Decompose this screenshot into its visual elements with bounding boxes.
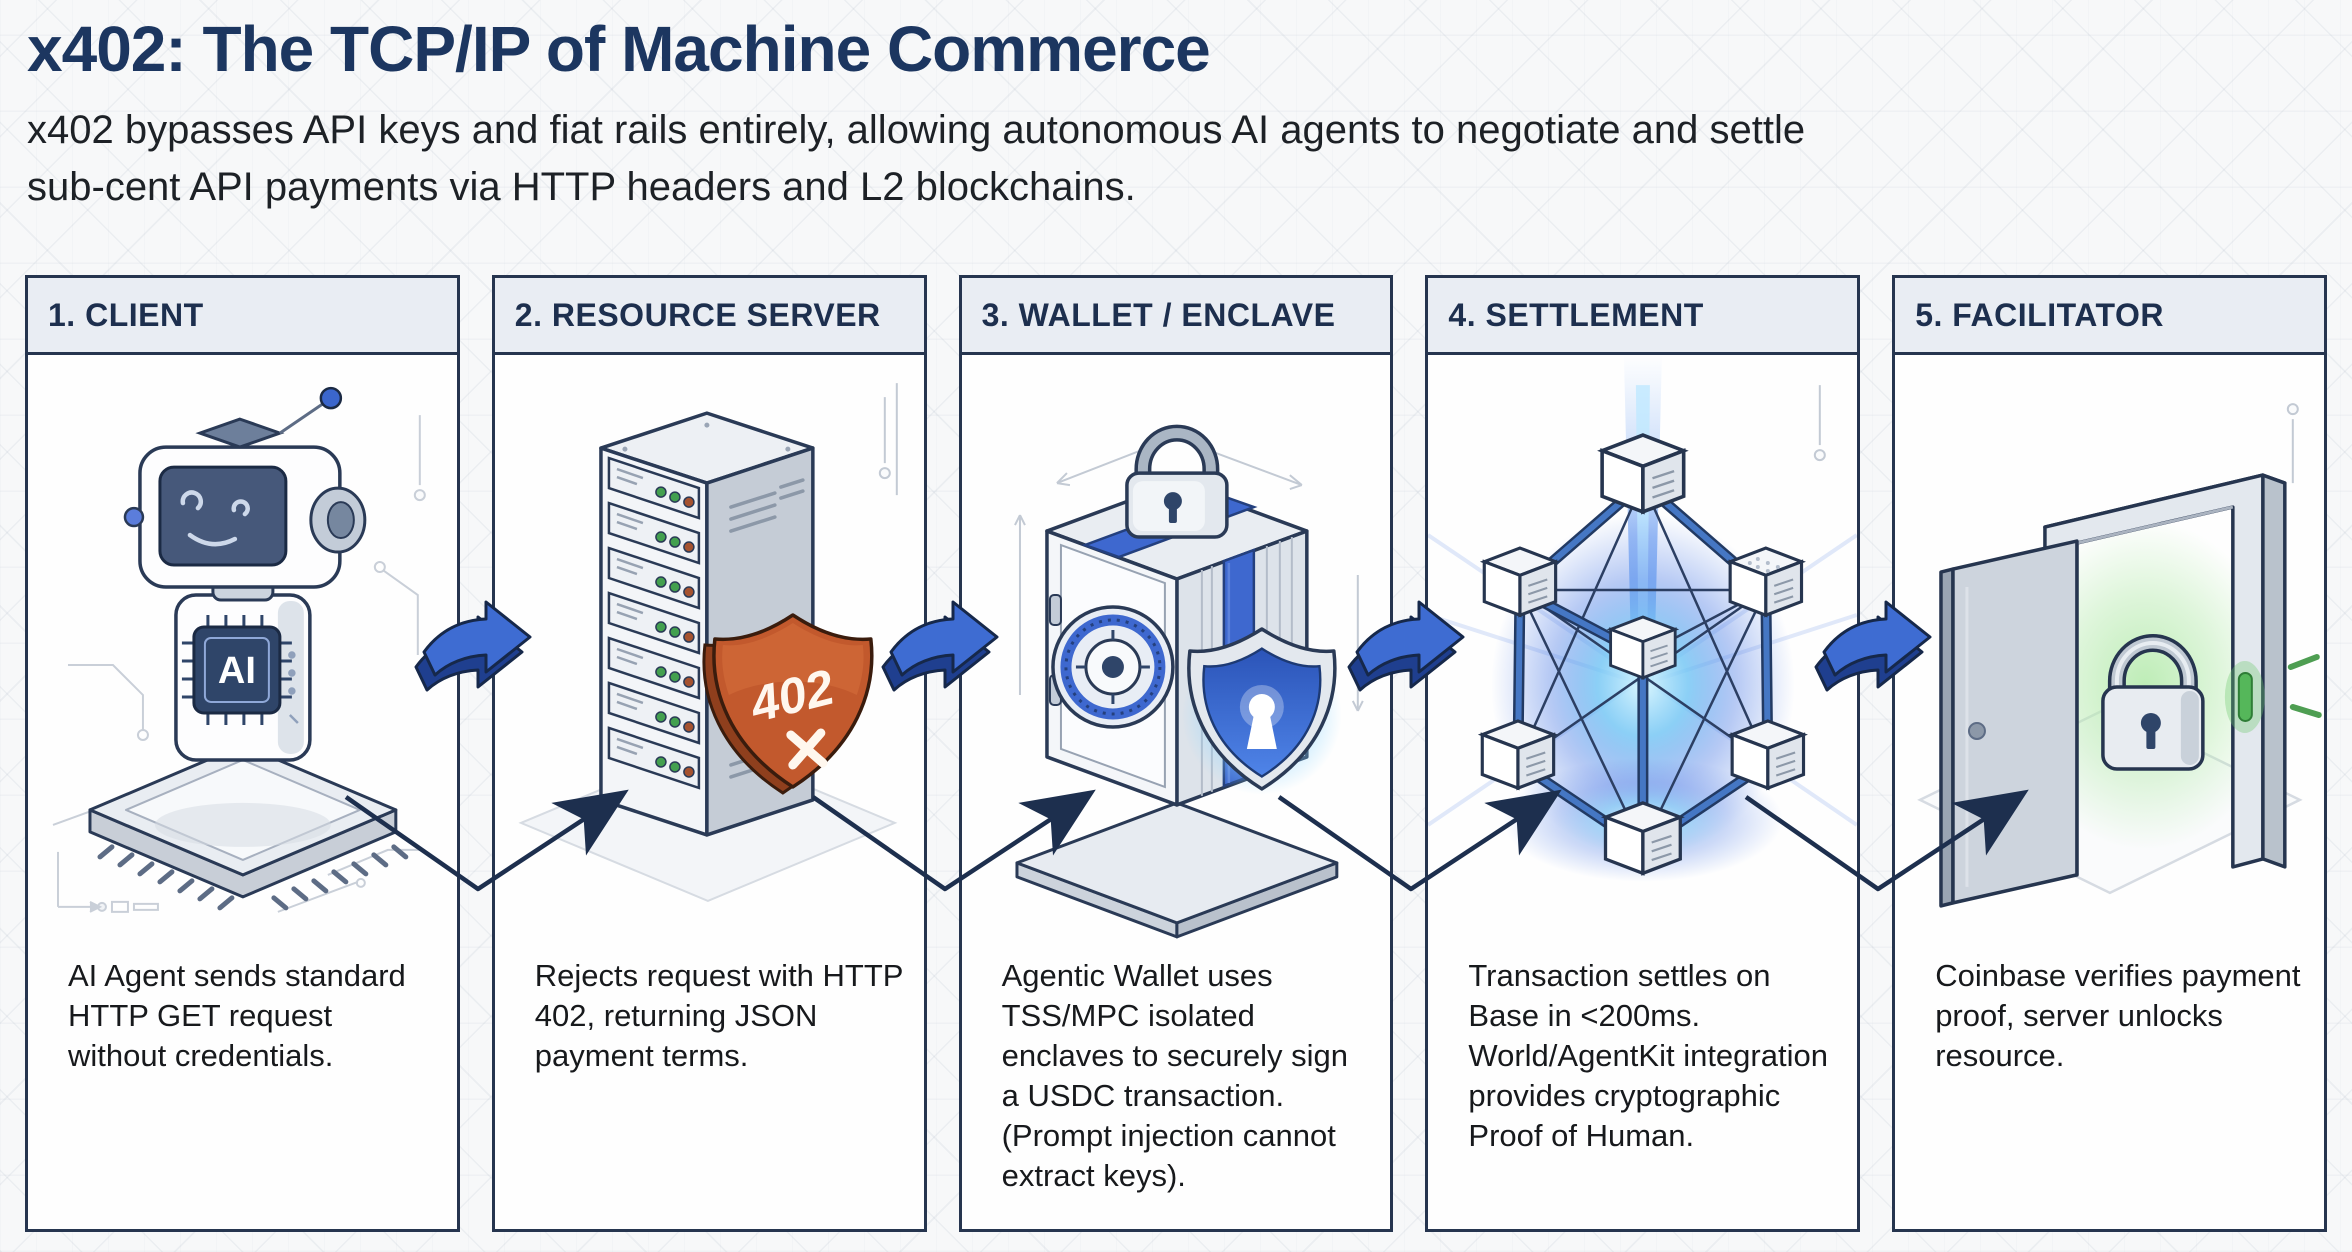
unlocked-door-icon [1895, 355, 2324, 940]
ai-robot-on-chip-icon: AI [28, 355, 457, 940]
reject-cross-icon [786, 728, 828, 770]
panel-client-description: AI Agent sends standard HTTP GET request… [68, 958, 406, 1073]
door-handle [1968, 721, 1987, 740]
ai-chip-emblem-icon: AI [181, 615, 292, 725]
page-subtitle: x402 bypasses API keys and fiat rails en… [27, 108, 1806, 209]
block-node [1609, 615, 1677, 680]
panel-resource-server-description: Rejects request with HTTP 402, returning… [534, 958, 903, 1073]
panel-client-title: 1. CLIENT [48, 296, 204, 333]
shield-402-icon: 402 [702, 613, 874, 795]
block-node [1730, 719, 1806, 790]
hatched-cube-dots [1748, 557, 1781, 574]
blue-shield-keyhole-icon [1181, 627, 1342, 795]
flow-panels: 1. CLIENT [25, 275, 2327, 1232]
block-node [1728, 546, 1804, 617]
ai-chip-label: AI [218, 650, 256, 692]
panel-facilitator-description: Coinbase verifies payment proof, server … [1935, 958, 2301, 1073]
panel-client-header: 1. CLIENT [28, 278, 457, 355]
panel-facilitator: 5. FACILITATOR [1892, 275, 2327, 1232]
panel-resource-server-title: 2. RESOURCE SERVER [514, 296, 881, 333]
green-status-led [2238, 671, 2254, 722]
panel-wallet-enclave-title: 3. WALLET / ENCLAVE [981, 296, 1336, 333]
block-node [1600, 433, 1686, 514]
padlock-icon [2101, 634, 2205, 771]
panel-facilitator-title: 5. FACILITATOR [1915, 296, 2164, 333]
panel-wallet-enclave-header: 3. WALLET / ENCLAVE [961, 278, 1391, 355]
open-door-panel [1939, 539, 2079, 908]
blockchain-network-icon [1428, 355, 1858, 940]
page-header: x402: The TCP/IP of Machine Commerce x40… [27, 10, 2027, 216]
padlock-on-vault-icon [1124, 424, 1229, 539]
vault-dial-icon [1050, 605, 1175, 729]
block-node [1483, 546, 1558, 617]
robot-face [180, 490, 250, 547]
panel-resource-server-header: 2. RESOURCE SERVER [494, 278, 924, 355]
secure-vault-icon [962, 355, 1391, 940]
server-402-shield-icon: 402 [495, 355, 924, 940]
panel-facilitator-header: 5. FACILITATOR [1895, 278, 2324, 355]
panel-resource-server: 2. RESOURCE SERVER [491, 275, 927, 1232]
antenna-dot [319, 386, 343, 410]
block-node [1604, 801, 1683, 875]
robot-head [138, 445, 367, 589]
panel-client: 1. CLIENT [25, 275, 460, 1232]
block-node [1481, 719, 1556, 790]
panel-settlement-title: 4. SETTLEMENT [1448, 296, 1704, 333]
head-port [195, 417, 285, 449]
page-title: x402: The TCP/IP of Machine Commerce [27, 13, 1211, 85]
green-signal-dashes [2288, 653, 2322, 718]
network-links-rods [1512, 477, 1774, 853]
panel-settlement-description: Transaction settles on Base in <200ms. W… [1468, 958, 1828, 1153]
panel-wallet-enclave-description: Agentic Wallet uses TSS/MPC isolated enc… [1001, 958, 1348, 1193]
panel-settlement-header: 4. SETTLEMENT [1428, 278, 1858, 355]
panel-settlement: 4. SETTLEMENT [1425, 275, 1861, 1232]
vault-platform [1015, 801, 1338, 939]
panel-wallet-enclave: 3. WALLET / ENCLAVE [958, 275, 1394, 1232]
